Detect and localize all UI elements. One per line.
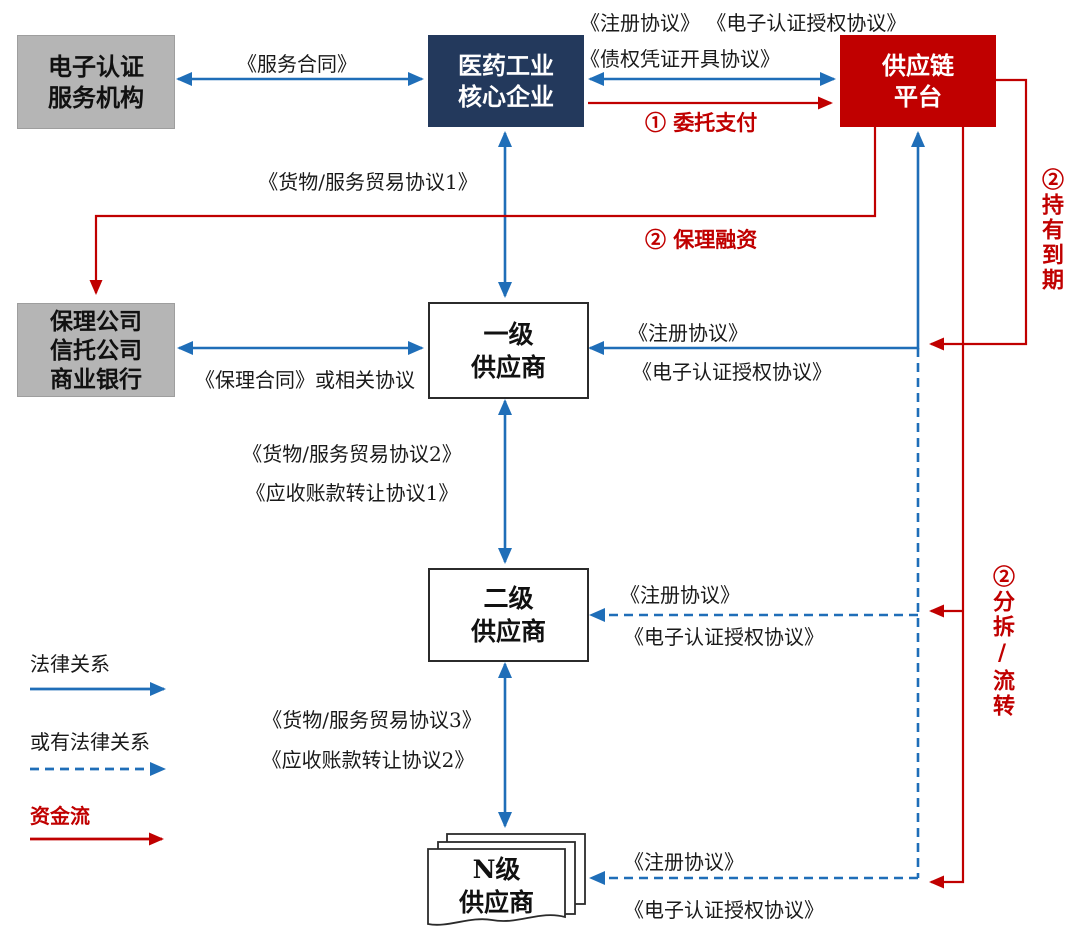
fundflow-factoring-financing bbox=[89, 127, 877, 295]
edge-label-trade-agreement-3: 《货物/服务贸易协议3》 bbox=[262, 708, 482, 732]
edge-label-register-auth-top: 《注册协议》 《电子认证授权协议》 bbox=[580, 11, 907, 35]
node-financiers: 保理公司 信托公司 商业银行 bbox=[17, 303, 175, 397]
legend-contingent-label: 或有法律关系 bbox=[30, 730, 150, 754]
node-tier2-supplier: 二级 供应商 bbox=[428, 568, 589, 662]
edge-label-receivable-transfer-1: 《应收账款转让协议1》 bbox=[245, 481, 459, 505]
edge-label-entrusted-payment: ① 委托支付 bbox=[645, 110, 758, 135]
edge-label-hold-to-maturity: ②持有到期 bbox=[1038, 168, 1064, 293]
edge-label-trade-agreement-2: 《货物/服务贸易协议2》 bbox=[242, 442, 462, 466]
fundflow-split-trunk bbox=[929, 127, 965, 889]
node-core-enterprise: 医药工业 核心企业 bbox=[428, 35, 584, 127]
node-ca-agency: 电子认证 服务机构 bbox=[17, 35, 175, 129]
edge-label-register-n: 《注册协议》 bbox=[624, 850, 744, 874]
tierN-paper-stack bbox=[427, 833, 586, 926]
edge-label-register-2: 《注册协议》 bbox=[620, 583, 740, 607]
edge-label-service-contract: 《服务合同》 bbox=[237, 52, 357, 76]
node-tier1-supplier: 一级 供应商 bbox=[428, 302, 589, 399]
edge-label-factoring-financing: ② 保理融资 bbox=[645, 227, 758, 252]
edge-label-factoring-contract: 《保理合同》或相关协议 bbox=[195, 368, 415, 392]
legend-fundflow-label: 资金流 bbox=[30, 804, 90, 828]
edge-label-auth-1: 《电子认证授权协议》 bbox=[632, 360, 832, 384]
edge-label-auth-2: 《电子认证授权协议》 bbox=[624, 625, 824, 649]
fundflow-hold-to-maturity bbox=[929, 78, 1028, 351]
edge-label-debt-certificate: 《债权凭证开具协议》 bbox=[580, 47, 780, 71]
edge-label-register-1: 《注册协议》 bbox=[628, 321, 748, 345]
edge-label-receivable-transfer-2: 《应收账款转让协议2》 bbox=[261, 748, 475, 772]
node-tierN-supplier: N级 供应商 bbox=[458, 855, 534, 917]
edge-label-auth-n: 《电子认证授权协议》 bbox=[624, 898, 824, 922]
edge-label-split-circulation: ②分拆/流转 bbox=[989, 565, 1015, 719]
legend-legal-label: 法律关系 bbox=[30, 652, 110, 676]
edge-label-trade-agreement-1: 《货物/服务贸易协议1》 bbox=[258, 170, 478, 194]
node-platform: 供应链 平台 bbox=[840, 35, 996, 127]
